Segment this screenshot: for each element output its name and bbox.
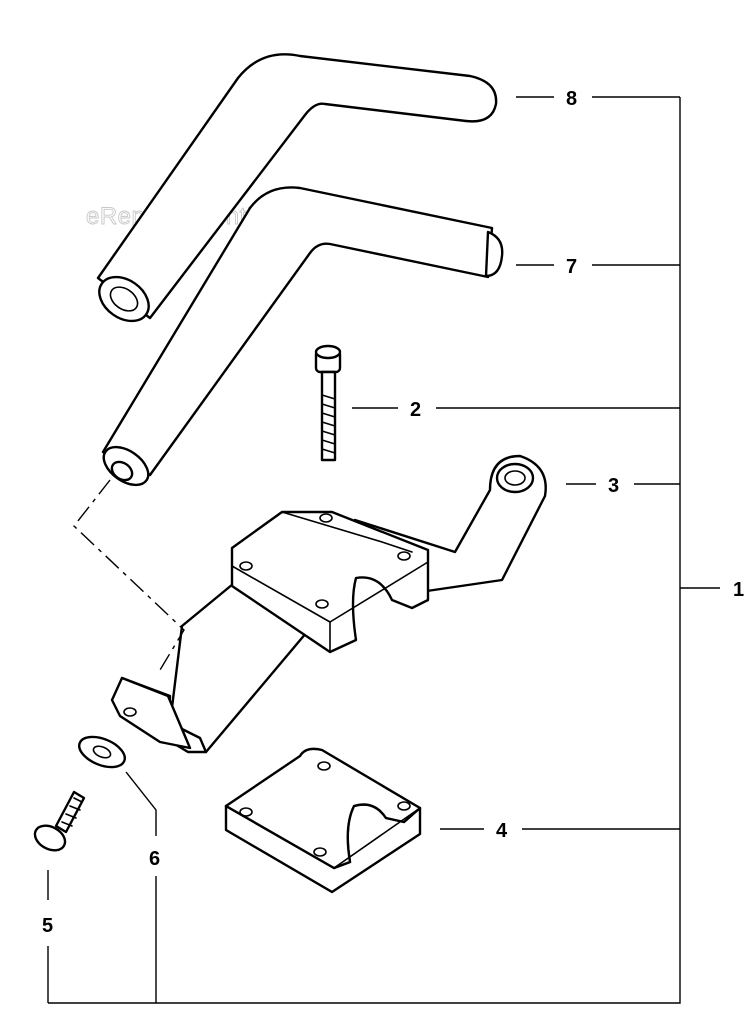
part-3-bracket [110,454,547,754]
callout-5: 5 [42,915,53,937]
part-5-bolt [33,790,86,852]
callout-8: 8 [566,88,577,110]
part-4-clamp-cap [224,747,422,894]
leader-lines [47,96,720,1004]
part-2-screw [314,344,342,462]
callout-6: 6 [149,848,160,870]
callout-3: 3 [608,475,619,497]
callout-2: 2 [410,399,421,421]
part-8-handle-grip [96,53,498,323]
callout-7: 7 [566,256,577,278]
part-7-handle-bar [101,186,504,487]
part-6-washer [78,735,126,769]
callout-4: 4 [496,820,508,842]
assembly-centerline [73,479,185,671]
callout-1: 1 [733,579,744,601]
